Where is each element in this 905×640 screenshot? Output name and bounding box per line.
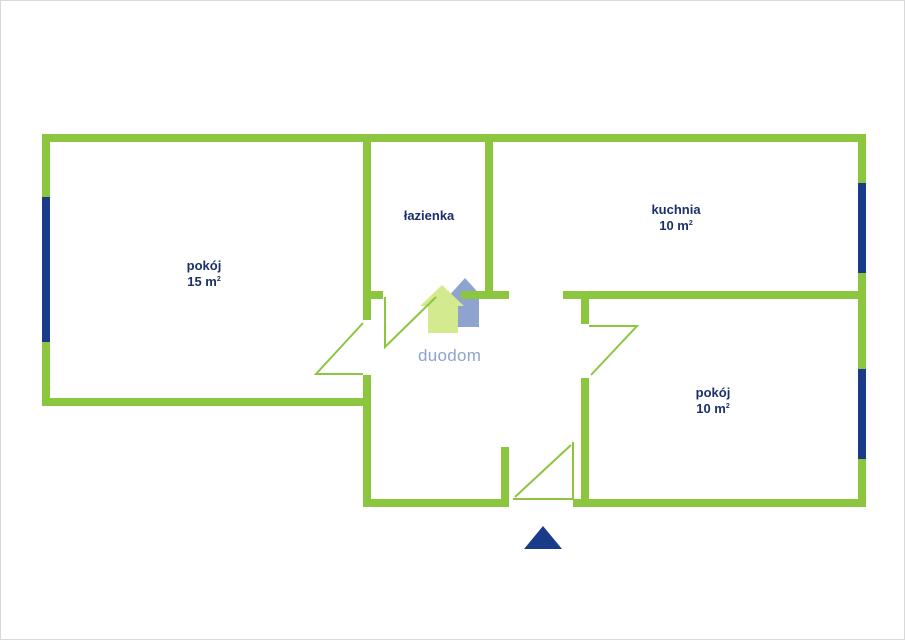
window-left-room <box>42 197 50 342</box>
room-name-bedroom: pokój <box>695 385 731 400</box>
wall-bathroom-bottom-right <box>461 291 509 299</box>
room-name-living: pokój <box>186 258 222 273</box>
room-label-kitchen: kuchnia 10 m2 <box>639 202 713 234</box>
door-left-room <box>313 322 364 375</box>
room-area-living: 15 m2 <box>169 274 239 290</box>
room-area-living-exp: 2 <box>216 276 221 283</box>
windows <box>42 183 866 459</box>
room-label-living: pokój 15 m2 <box>169 258 239 290</box>
duodom-house-icon <box>420 278 484 333</box>
wall-hall-left-lower <box>363 375 371 507</box>
window-kitchen <box>858 183 866 273</box>
wall-bathroom-bottom-stub <box>363 291 383 299</box>
room-area-bedroom-value: 10 m <box>696 401 726 416</box>
doors <box>313 296 640 500</box>
room-area-bedroom: 10 m2 <box>678 401 748 417</box>
wall-bathroom-right <box>485 134 493 299</box>
door-entrance <box>513 442 574 500</box>
room-area-kitchen: 10 m2 <box>639 218 713 234</box>
watermark-text: duodom <box>418 346 482 365</box>
room-area-living-value: 15 m <box>187 274 217 289</box>
room-label-bedroom: pokój 10 m2 <box>678 385 748 417</box>
wall-bedroom-left-lower <box>581 378 589 507</box>
wall-entry-jamb <box>501 447 509 507</box>
door-bathroom <box>384 296 437 350</box>
room-label-bathroom: łazienka <box>391 208 467 224</box>
wall-bedroom-left-upper <box>581 291 589 324</box>
room-area-kitchen-value: 10 m <box>659 218 689 233</box>
wall-top <box>42 134 866 142</box>
room-name-kitchen: kuchnia <box>651 202 701 217</box>
entrance-triangle-icon <box>524 526 562 549</box>
room-area-kitchen-exp: 2 <box>688 220 693 227</box>
door-entrance-leaf <box>514 444 572 498</box>
wall-bottom-right <box>573 499 866 507</box>
room-name-bathroom: łazienka <box>403 208 455 223</box>
door-bedroom <box>589 325 640 376</box>
window-bedroom <box>858 369 866 459</box>
room-area-bedroom-exp: 2 <box>725 403 730 410</box>
wall-bottom-left <box>363 499 509 507</box>
wall-left-room-bottom <box>42 398 371 406</box>
wall-kitchen-bottom <box>563 291 866 299</box>
wall-right <box>858 134 866 507</box>
logo-house-front <box>420 285 464 333</box>
wall-bathroom-left-upper <box>363 134 371 320</box>
